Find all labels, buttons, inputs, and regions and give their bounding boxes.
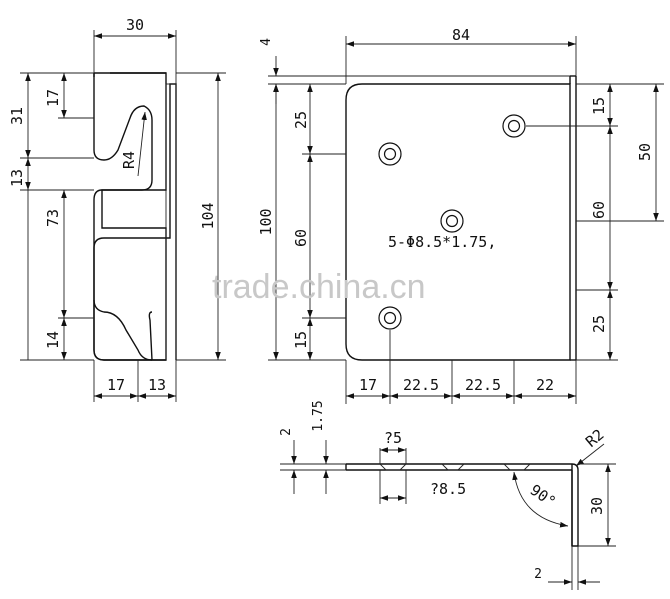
section-hole-dia-label: ?8.5 bbox=[430, 480, 466, 498]
hole-1 bbox=[378, 142, 402, 166]
section-countersink-dia-label: ?5 bbox=[384, 429, 402, 447]
section-flange-thickness-label: 2 bbox=[534, 567, 542, 582]
hole-note: 5-Φ8.5*1.75, bbox=[388, 233, 496, 251]
hole-3 bbox=[440, 209, 464, 233]
side-bottom-left-label: 17 bbox=[107, 376, 125, 394]
section-countersink-depth-label: 1.75 bbox=[311, 400, 326, 431]
section-bend-radius-label: R2 bbox=[582, 425, 607, 450]
side-radius-label: R4 bbox=[120, 151, 138, 169]
front-bottom-3-label: 22.5 bbox=[465, 376, 501, 394]
side-seg-slot-label: 17 bbox=[44, 89, 62, 107]
front-left-mid-label: 60 bbox=[292, 229, 310, 247]
side-view: 30 104 31 17 13 73 14 R4 bbox=[8, 16, 226, 402]
section-flange-height-label: 30 bbox=[588, 497, 606, 515]
front-view: 5-Φ8.5*1.75, 84 4 100 25 60 15 15 60 2 bbox=[257, 26, 664, 404]
front-width-label: 84 bbox=[452, 26, 470, 44]
front-right-mid-label: 60 bbox=[590, 201, 608, 219]
front-view-outline bbox=[345, 83, 571, 361]
front-top-offset-label: 4 bbox=[259, 38, 274, 46]
side-view-outline bbox=[93, 72, 177, 361]
front-left-top-label: 25 bbox=[292, 111, 310, 129]
section-thickness-label: 2 bbox=[279, 428, 294, 436]
side-bottom-right-label: 13 bbox=[148, 376, 166, 394]
watermark: trade.china.cn bbox=[212, 268, 426, 306]
section-plate bbox=[346, 463, 579, 547]
front-bottom-2-label: 22.5 bbox=[403, 376, 439, 394]
section-view: 2 1.75 ?5 ?8.5 90° R2 30 2 bbox=[279, 400, 616, 590]
front-left-bottom-label: 15 bbox=[292, 331, 310, 349]
section-angle-label: 90° bbox=[527, 481, 560, 511]
side-seg-top-label: 31 bbox=[8, 107, 26, 125]
front-right-span-label: 50 bbox=[636, 143, 654, 161]
hole-4 bbox=[378, 306, 402, 330]
front-right-top-label: 15 bbox=[590, 97, 608, 115]
hole-2 bbox=[502, 114, 526, 138]
side-seg-lower-label: 73 bbox=[44, 209, 62, 227]
side-width-label: 30 bbox=[126, 16, 144, 34]
side-height-label: 104 bbox=[199, 202, 217, 229]
front-right-bottom-label: 25 bbox=[590, 315, 608, 333]
side-seg-mid-label: 13 bbox=[8, 169, 26, 187]
mounting-holes bbox=[378, 114, 526, 330]
front-height-label: 100 bbox=[257, 208, 275, 235]
front-bottom-4-label: 22 bbox=[536, 376, 554, 394]
side-seg-bottom-label: 14 bbox=[44, 331, 62, 349]
front-bottom-1-label: 17 bbox=[359, 376, 377, 394]
